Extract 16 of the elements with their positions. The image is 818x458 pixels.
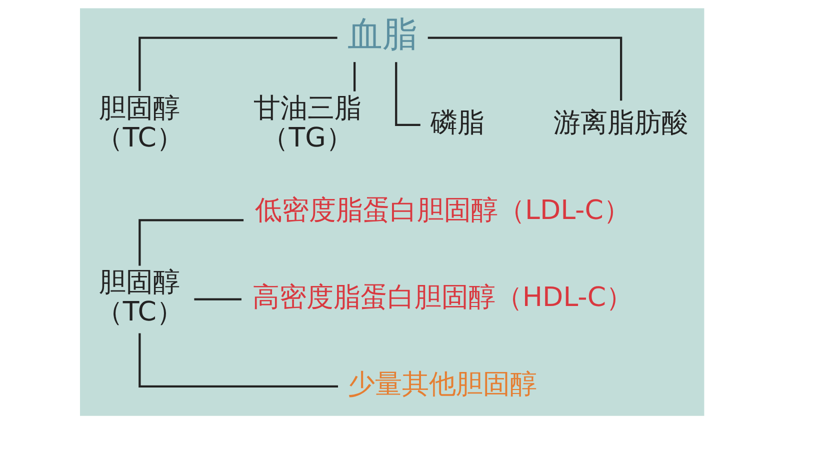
connector: [138, 36, 338, 91]
connector: [353, 62, 356, 92]
node-text: 少量其他胆固醇: [348, 369, 538, 400]
node-text: 低密度脂蛋白胆固醇（LDL-C）: [255, 194, 630, 226]
node-text: 胆固醇（TC）: [96, 92, 184, 154]
node-text: 游离脂肪酸: [554, 108, 689, 139]
node-text: 甘油三脂（TG）: [253, 92, 362, 154]
connector: [395, 62, 420, 126]
node-text: 胆固醇（TC）: [96, 267, 184, 328]
connector: [428, 36, 622, 101]
connector: [194, 298, 242, 300]
node-text: 磷脂: [430, 108, 484, 139]
node-text: 高密度脂蛋白胆固醇（HDL-C）: [252, 282, 634, 313]
connector: [138, 219, 244, 266]
connector: [138, 333, 338, 388]
node-text: 血脂: [347, 15, 418, 56]
